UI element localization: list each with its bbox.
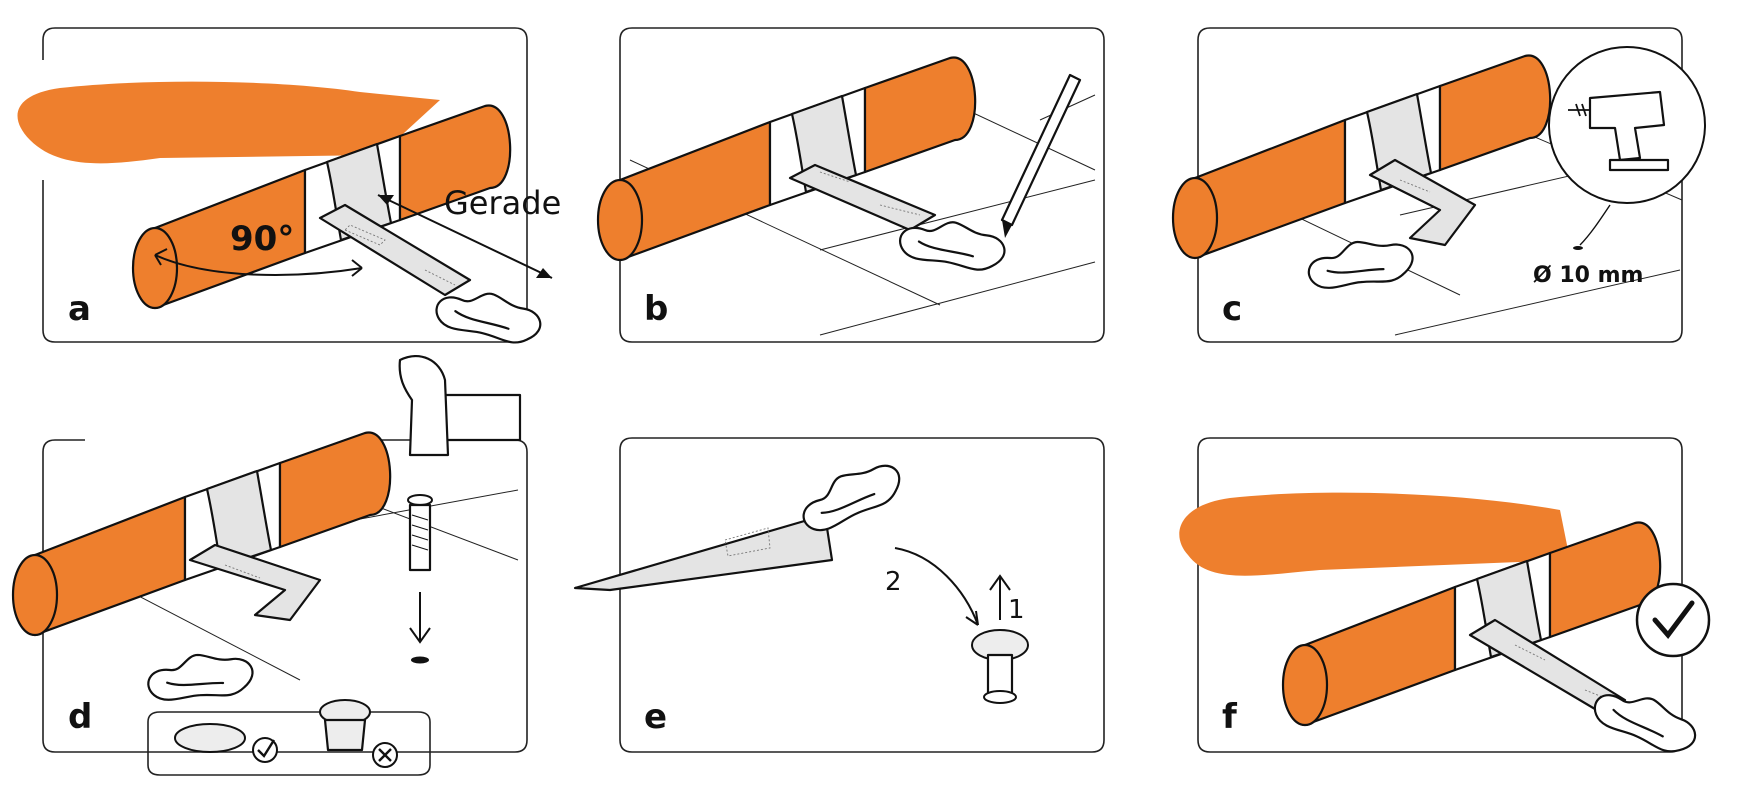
- cross-icon: [372, 742, 398, 768]
- drill-icon: [1568, 90, 1670, 172]
- hammer-icon: [398, 355, 522, 457]
- step-2-label: 2: [885, 567, 902, 597]
- checkmark-icon: [1635, 582, 1711, 658]
- panel-a: Gerade 90° a: [17, 27, 561, 347]
- panel-f: f: [1179, 437, 1711, 760]
- rivet-head: [971, 629, 1029, 704]
- step-1-label: 1: [1008, 595, 1025, 625]
- angle-label: 90°: [230, 219, 294, 259]
- panel-e: 2 1 e: [573, 437, 1105, 753]
- panel-letter-c: c: [1222, 289, 1242, 329]
- diameter-label: Ø 10 mm: [1533, 263, 1643, 288]
- panel-letter-b: b: [644, 289, 668, 329]
- rivet-icon: [407, 494, 433, 572]
- straight-label: Gerade: [444, 184, 561, 222]
- panel-letter-d: d: [68, 697, 92, 737]
- panel-letter-e: e: [644, 697, 667, 737]
- panel-letter-f: f: [1222, 697, 1238, 737]
- panel-c: Ø 10 mm c: [1171, 27, 1706, 343]
- pencil-icon: [1000, 73, 1082, 238]
- panel-letter-a: a: [68, 289, 91, 329]
- check-icon: [252, 737, 278, 763]
- panel-d: d: [11, 355, 528, 776]
- panel-b: b: [596, 27, 1105, 343]
